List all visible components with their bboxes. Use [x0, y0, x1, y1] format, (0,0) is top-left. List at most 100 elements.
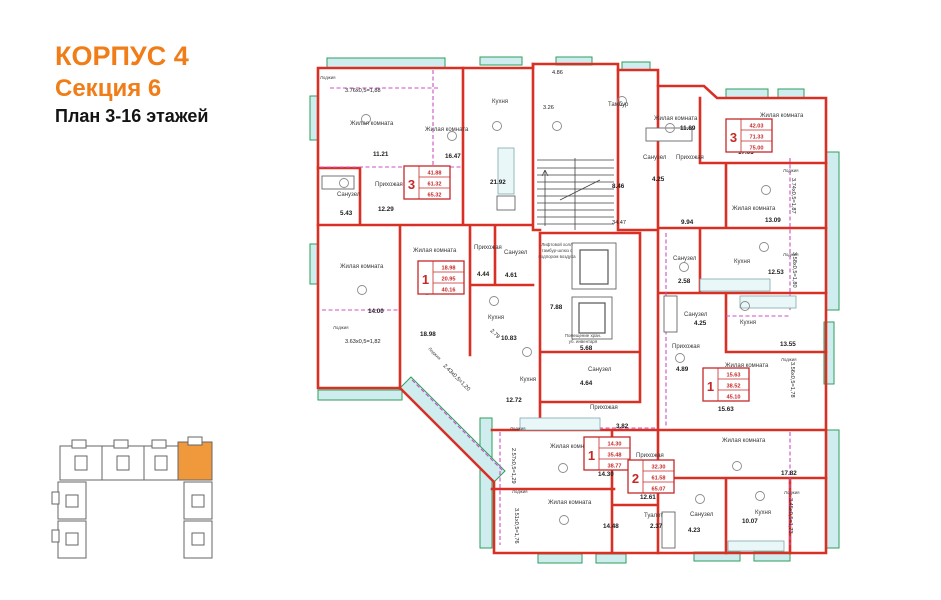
apartment-area-value: 41.88 [428, 171, 442, 177]
room-area-label: 15.63 [718, 406, 734, 413]
room-name-label: Жилая комната [340, 264, 384, 270]
room-area-label: 4.89 [676, 366, 689, 373]
lodge-label: Лоджия [784, 490, 800, 495]
lodge-label: Лоджия [783, 168, 799, 173]
room-area-label: 2.37 [650, 523, 663, 530]
service-room-label: Помещение хран.уб. инвентаря [565, 333, 601, 344]
outer-walls [316, 62, 828, 555]
room-name-label: Кухня [755, 510, 771, 516]
room-name-label: Прихожая [676, 155, 704, 161]
room-name-label: Санузел [504, 250, 528, 256]
lodge-label: Лоджия [783, 252, 799, 257]
apartment-number-label: 1 [588, 448, 595, 463]
room-name-label: Санузел [643, 155, 667, 161]
lodge-label: Лоджия [427, 346, 442, 361]
apartment-number-label: 3 [408, 177, 415, 192]
apartment-area-value: 61.32 [428, 182, 442, 188]
room-area-label: 10.83 [501, 335, 517, 342]
section-locator-minimap [51, 436, 213, 559]
dimension-label: 2.79 [489, 328, 501, 340]
room-area-label: 10.07 [742, 518, 758, 525]
apartment-area-value: 20.95 [442, 277, 456, 283]
apartment-badge: 3 41.88 61.32 65.32 [403, 165, 451, 200]
room-name-label: Прихожая [375, 182, 403, 188]
room-name-label: Кухня [488, 315, 504, 321]
room-name-label: Жилая комната [425, 127, 469, 133]
dimension-label: 2.57x0,5=1,29 [510, 448, 516, 484]
apartment-area-value: 65.32 [428, 193, 442, 199]
room-name-label: Жилая комната [413, 248, 457, 254]
dimension-label: 3.51x0,5=1,76 [513, 508, 519, 544]
apartment-number-label: 1 [707, 379, 714, 394]
room-area-label: 12.61 [640, 494, 656, 501]
building-title: КОРПУС 4 [55, 41, 189, 71]
room-name-label: Прихожая [636, 453, 664, 459]
room-name-label: Жилая комната [760, 113, 804, 119]
room-area-label: 2.58 [678, 278, 691, 285]
lodge-label: Лоджия [781, 357, 797, 362]
apartment-area-value: 75.00 [750, 146, 764, 152]
room-name-label: Жилая комната [550, 444, 594, 450]
room-area-label: 4.25 [694, 320, 707, 327]
apartment-area-value: 15.63 [727, 373, 741, 379]
apartment-area-value: 45.10 [727, 395, 741, 401]
windows-and-lodges [309, 56, 840, 564]
plan-title: План 3-16 этажей [55, 105, 209, 126]
room-area-label: 21.92 [490, 179, 506, 186]
room-area-label: 12.29 [378, 206, 394, 213]
room-area-label: 9.94 [681, 219, 694, 226]
room-area-label: 13.09 [765, 217, 781, 224]
room-area-label: 12.72 [506, 397, 522, 404]
room-area-label: 16.47 [445, 153, 461, 160]
room-name-label: Санузел [588, 367, 612, 373]
room-name-label: Прихожая [474, 245, 502, 251]
dimension-label: 3.56x0,5=1,78 [789, 362, 795, 398]
dimension-label: 3.45x0,5=1,73 [787, 498, 793, 534]
room-area-label: 14.48 [603, 523, 619, 530]
apartment-area-value: 71.33 [750, 135, 764, 141]
inner-walls [316, 62, 828, 555]
fixtures [321, 127, 797, 552]
room-name-label: Кухня [520, 377, 536, 383]
room-area-label: 5.43 [340, 210, 353, 217]
room-area-label: 4.61 [505, 272, 518, 279]
apartment-badges-layer: 341.8861.3265.32342.0371.3375.00118.9820… [403, 118, 773, 494]
room-area-label: 14.00 [368, 308, 384, 315]
room-area-label: 5.68 [580, 345, 593, 352]
lodge-label: Лоджия [510, 426, 526, 431]
minimap-highlighted-section [177, 441, 213, 481]
room-area-label: 17.82 [781, 470, 797, 477]
room-area-label: 14.30 [598, 471, 614, 478]
apartment-area-value: 40.16 [442, 288, 456, 294]
room-name-label: Санузел [673, 256, 697, 262]
apartment-area-value: 32.30 [652, 465, 666, 471]
apartment-area-value: 65.07 [652, 487, 666, 493]
room-area-label: 4.25 [652, 176, 665, 183]
lodge-label: Лоджия [333, 325, 349, 330]
apartment-area-value: 38.77 [608, 464, 622, 470]
room-name-label: Жилая комната [722, 438, 766, 444]
dimension-label: 3.74x0,5=1,87 [790, 178, 796, 214]
room-name-label: Санузел [690, 512, 714, 518]
apartment-area-value: 42.03 [750, 124, 764, 130]
room-name-label: Тамбур [608, 102, 629, 108]
apartment-number-label: 1 [422, 272, 429, 287]
section-title: Секция 6 [55, 74, 162, 102]
apartment-area-value: 35.48 [608, 453, 622, 459]
room-name-label: Туалет [644, 513, 663, 519]
apartment-number-label: 2 [632, 471, 639, 486]
staircase [537, 158, 614, 230]
room-area-label: 4.44 [477, 271, 490, 278]
dimension-label: 3.63x0,5=1,82 [345, 339, 381, 345]
title-block: КОРПУС 4 Секция 6 План 3-16 этажей [55, 40, 208, 128]
room-area-label: 11.89 [680, 125, 696, 132]
room-name-label: Прихожая [672, 344, 700, 350]
